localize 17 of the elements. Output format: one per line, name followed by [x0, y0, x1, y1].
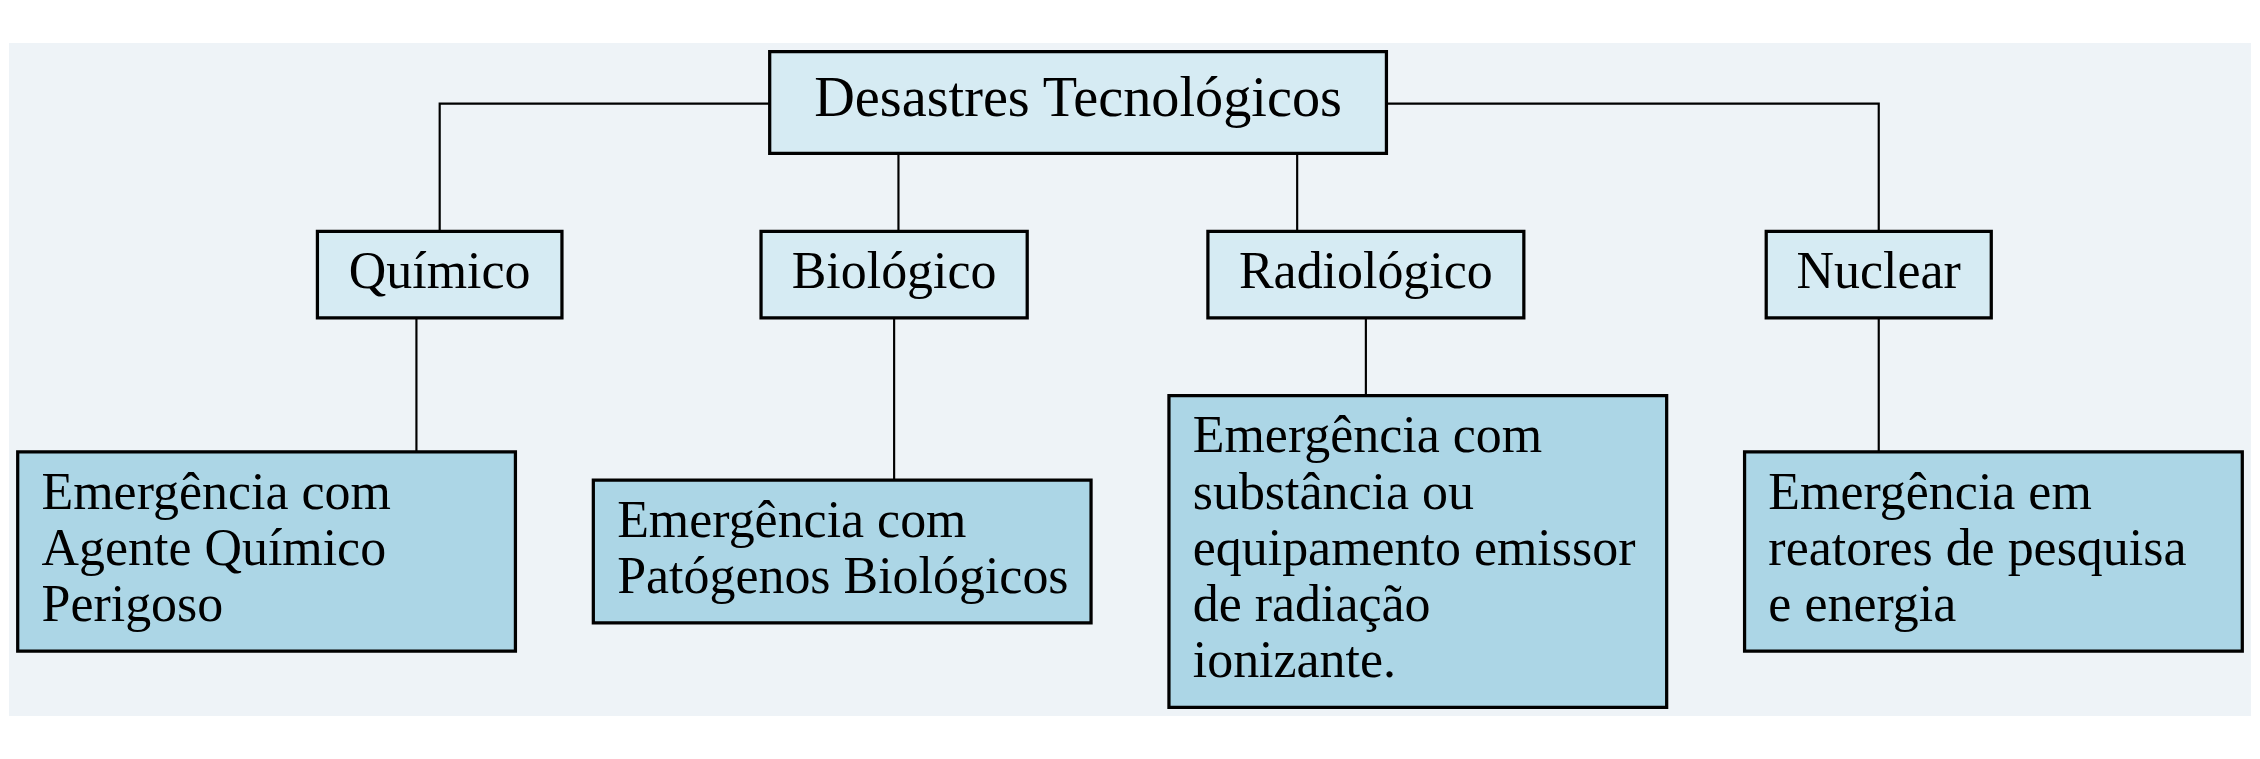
connector: [1296, 154, 1299, 232]
node-box: Emergência em reatores de pesquisa e energia: [1742, 450, 2244, 653]
connector: [893, 318, 896, 480]
node-box: Emergência com Agente Químico Perigoso: [16, 450, 518, 653]
node-box: Químico: [315, 229, 564, 320]
connector: [1877, 318, 1880, 452]
connector: [415, 318, 418, 452]
node-box: Radiológico: [1206, 229, 1526, 320]
node-box: Biológico: [759, 229, 1029, 320]
node-box: Emergência com Patógenos Biológicos: [591, 478, 1093, 625]
node-box: Emergência com substância ou equipamento emissor de radiação ionizante.: [1167, 394, 1669, 709]
node-box: Nuclear: [1764, 229, 1993, 320]
connector: [1364, 318, 1367, 396]
connector: [438, 102, 770, 231]
connector: [1386, 102, 1880, 231]
node-box: Desastres Tecnológicos: [768, 50, 1389, 155]
connector: [897, 154, 900, 232]
